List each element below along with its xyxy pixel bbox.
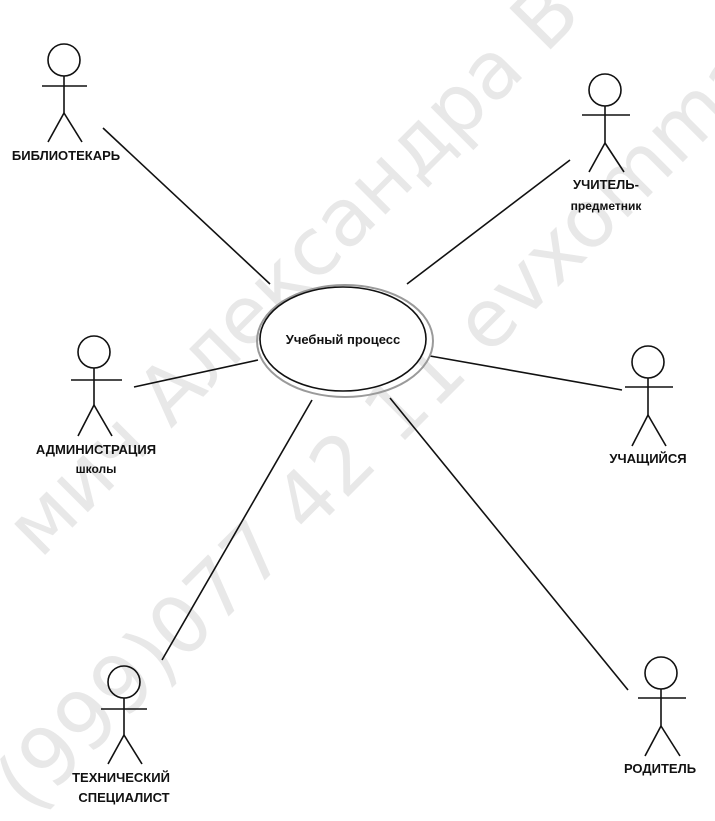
- associations: [102, 127, 629, 691]
- actor-school-administration-leg-left: [77, 404, 95, 437]
- association-librarian: [102, 127, 271, 285]
- actor-parent-label: РОДИТЕЛЬ: [624, 761, 696, 776]
- actor-parent[interactable]: [638, 656, 686, 757]
- association-technical-specialist: [161, 399, 313, 661]
- actor-school-administration-head: [77, 335, 111, 369]
- actor-librarian-leg-left: [47, 112, 65, 143]
- actor-school-administration-label-line2: школы: [76, 462, 117, 476]
- actor-labels: БИБЛИОТЕКАРЬ УЧИТЕЛЬ- предметник АДМИНИС…: [12, 148, 696, 805]
- association-parent: [389, 397, 629, 691]
- actor-subject-teacher-head: [588, 73, 622, 107]
- use-case-uchebny-process[interactable]: Учебный процесс: [256, 284, 434, 398]
- actor-subject-teacher-leg-left: [588, 142, 606, 173]
- actor-technical-specialist-leg-left: [107, 734, 125, 765]
- use-case-ellipse-inner: [259, 286, 427, 392]
- actor-librarian[interactable]: [42, 43, 87, 143]
- actor-librarian-leg-right: [63, 112, 83, 143]
- actor-school-administration[interactable]: [71, 335, 122, 437]
- actor-subject-teacher[interactable]: [582, 73, 630, 173]
- actor-student-label: УЧАЩИЙСЯ: [609, 451, 686, 466]
- actor-librarian-label: БИБЛИОТЕКАРЬ: [12, 148, 120, 163]
- actor-parent-leg-left: [644, 725, 662, 757]
- association-subject-teacher: [406, 159, 571, 285]
- actor-technical-specialist[interactable]: [101, 665, 147, 765]
- actor-librarian-head: [47, 43, 81, 77]
- actor-technical-specialist-leg-right: [123, 734, 143, 765]
- actor-subject-teacher-leg-right: [604, 142, 625, 173]
- actor-technical-specialist-label-line2: СПЕЦИАЛИСТ: [78, 790, 169, 805]
- actor-subject-teacher-label-line2: предметник: [571, 199, 643, 213]
- actor-school-administration-label-line1: АДМИНИСТРАЦИЯ: [36, 442, 156, 457]
- association-school-administration: [133, 359, 259, 388]
- use-case-ellipse: [256, 284, 434, 398]
- actor-technical-specialist-label-line1: ТЕХНИЧЕСКИЙ: [72, 770, 170, 785]
- actor-student-leg-right: [647, 414, 667, 447]
- actor-subject-teacher-label-line1: УЧИТЕЛЬ-: [573, 177, 639, 192]
- actor-student[interactable]: [625, 345, 673, 447]
- actor-student-head: [631, 345, 665, 379]
- actor-parent-leg-right: [660, 725, 681, 757]
- actor-school-administration-leg-right: [93, 404, 113, 437]
- association-student: [429, 355, 623, 391]
- use-case-label: Учебный процесс: [286, 332, 401, 347]
- actor-student-leg-left: [631, 414, 649, 447]
- actor-parent-head: [644, 656, 678, 690]
